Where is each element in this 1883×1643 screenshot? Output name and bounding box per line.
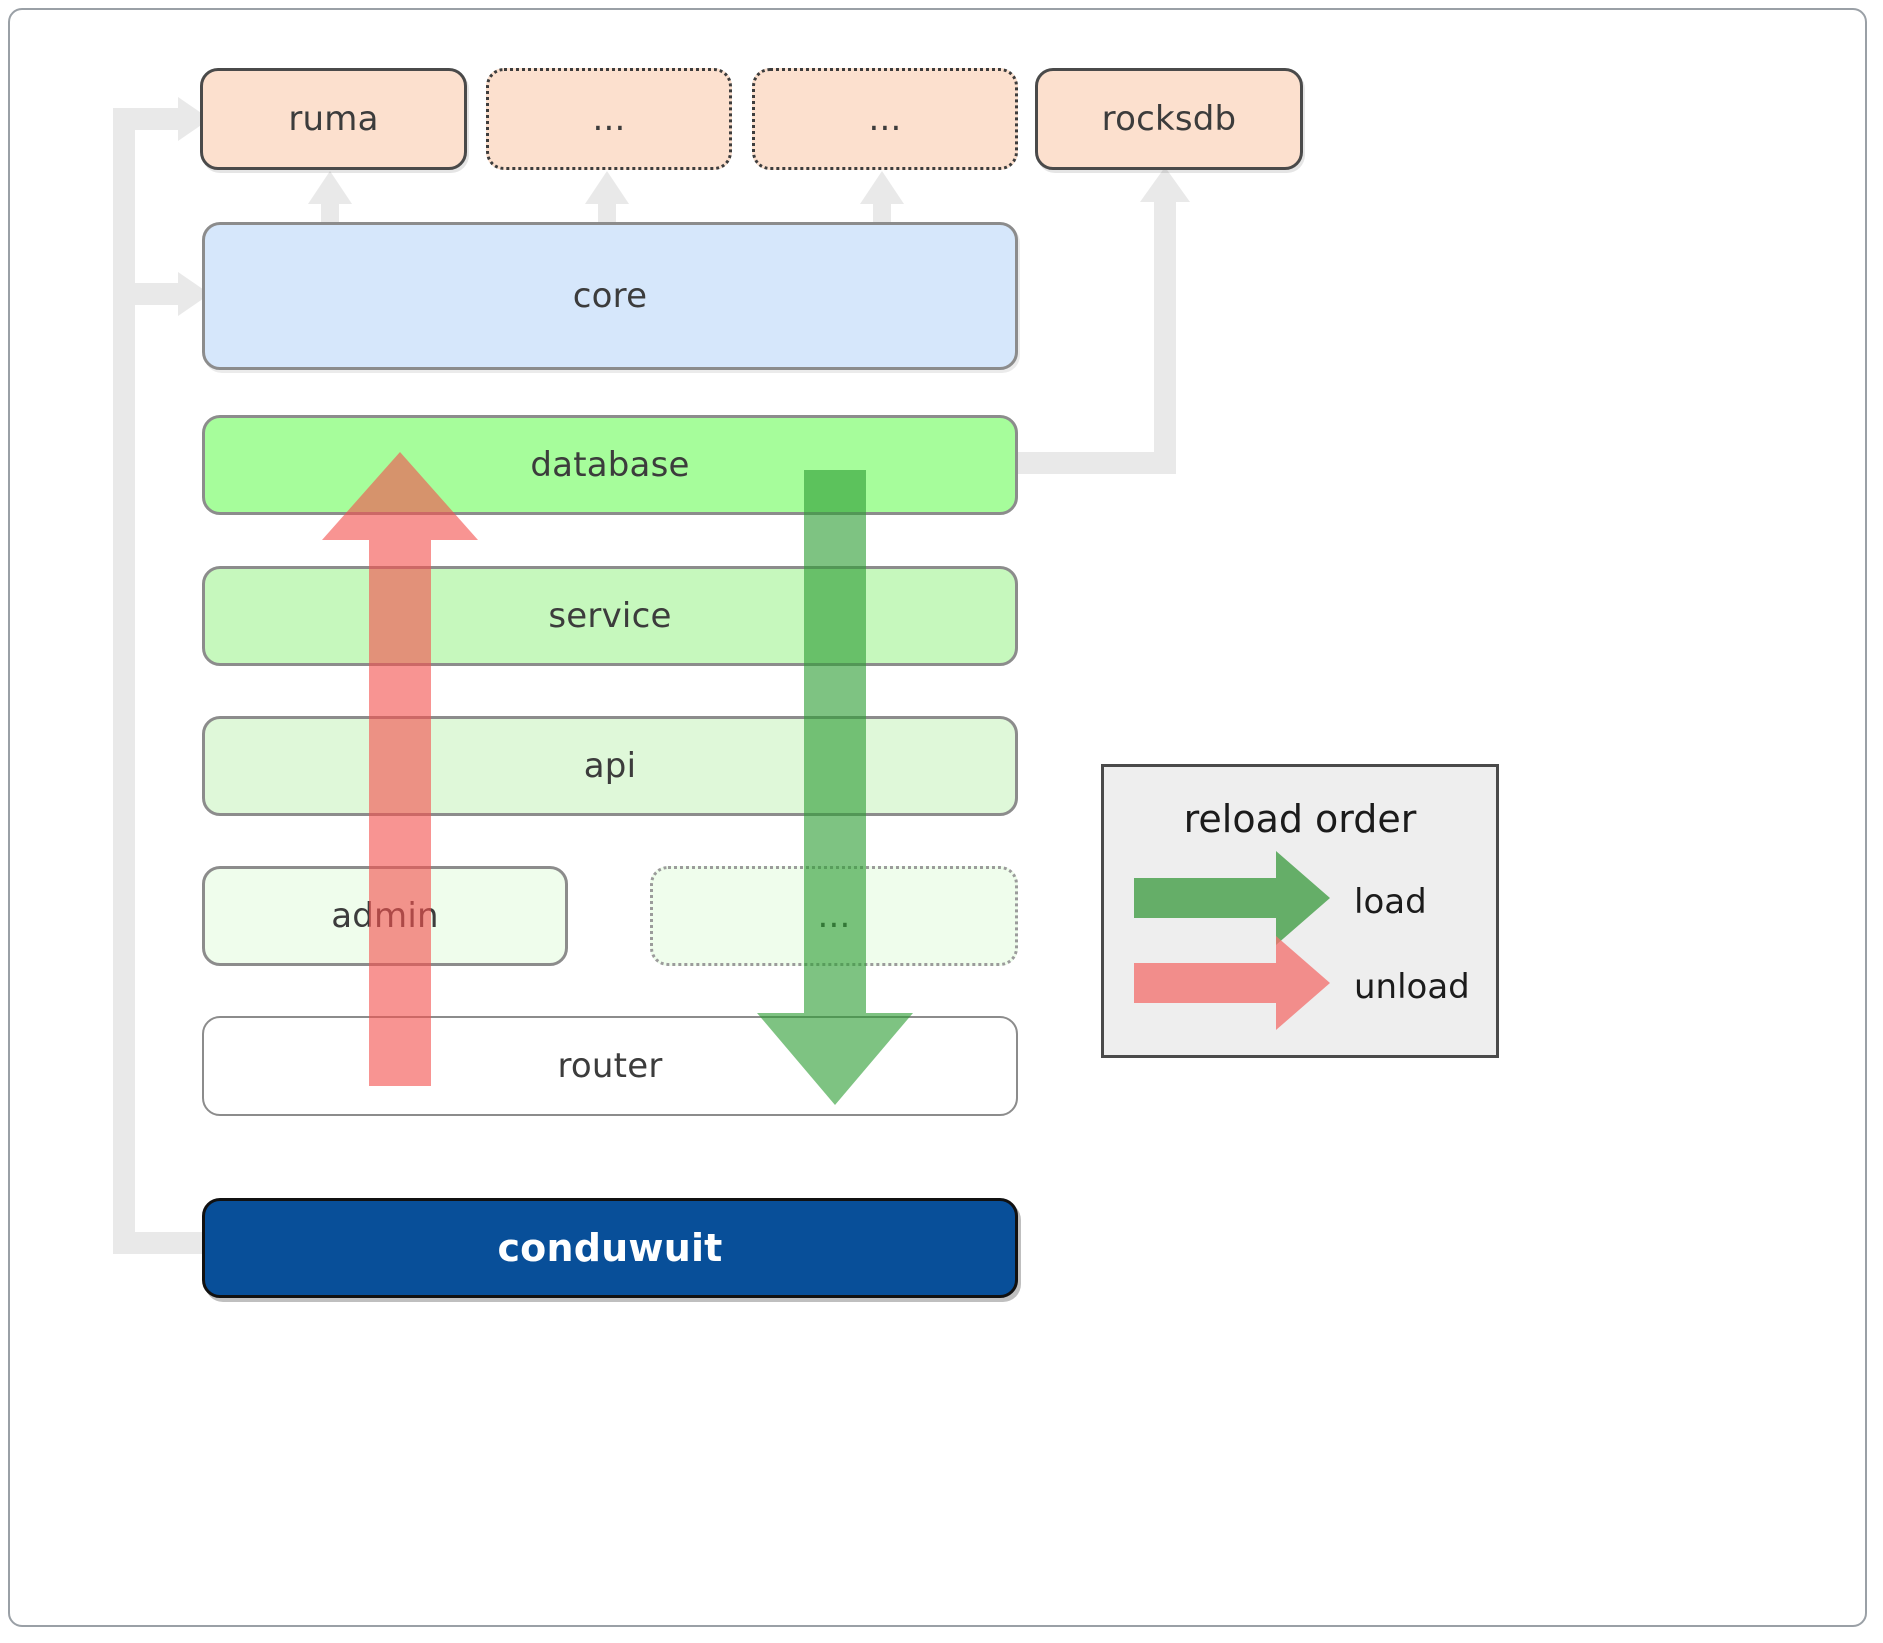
layer-box-router[interactable]: router (202, 1016, 1018, 1116)
root-label: conduwuit (497, 1226, 723, 1270)
dependency-label: ruma (288, 99, 379, 139)
dependency-box-rocksdb[interactable]: rocksdb (1035, 68, 1303, 170)
dependency-box-ellipsis-1[interactable]: ... (486, 68, 732, 170)
dependency-label: ... (592, 99, 626, 139)
layer-box-api[interactable]: api (202, 716, 1018, 816)
legend-box: reload order load unload (1101, 764, 1499, 1058)
layer-label: admin (331, 896, 439, 936)
core-box[interactable]: core (202, 222, 1018, 370)
layer-box-database[interactable]: database (202, 415, 1018, 515)
dependency-box-ruma[interactable]: ruma (200, 68, 467, 170)
dependency-box-ellipsis-2[interactable]: ... (752, 68, 1018, 170)
layer-label: database (530, 445, 690, 485)
legend-label-load: load (1354, 882, 1427, 922)
layer-label: api (583, 746, 637, 786)
dependency-label: rocksdb (1101, 99, 1237, 139)
layer-box-admin[interactable]: admin (202, 866, 568, 966)
core-label: core (572, 276, 648, 316)
layer-label: ... (817, 896, 851, 936)
layer-box-service[interactable]: service (202, 566, 1018, 666)
layer-label: service (548, 596, 672, 636)
legend-title: reload order (1183, 797, 1417, 841)
dependency-label: ... (868, 99, 902, 139)
layer-box-ellipsis[interactable]: ... (650, 866, 1018, 966)
legend-label-unload: unload (1354, 967, 1470, 1007)
layer-label: router (557, 1046, 663, 1086)
root-box-conduwuit[interactable]: conduwuit (202, 1198, 1018, 1298)
